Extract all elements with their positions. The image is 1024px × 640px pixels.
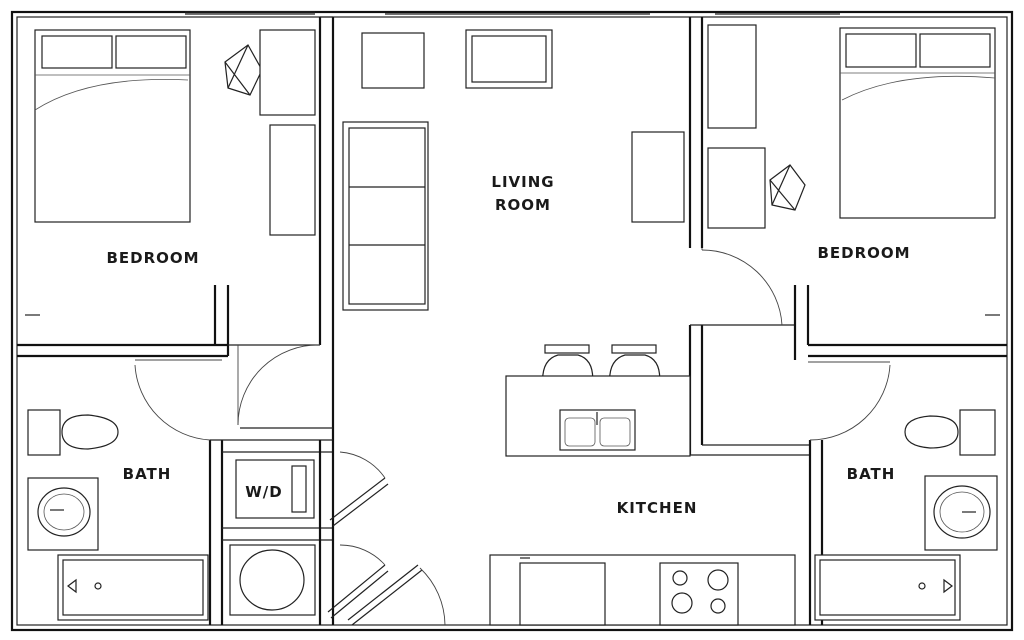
desk xyxy=(707,147,766,229)
label-living-line2: ROOM xyxy=(495,196,551,214)
sink-icon xyxy=(559,409,636,451)
washer-dryer-icon xyxy=(235,459,315,519)
label-living-line1: LIVING xyxy=(491,173,554,191)
label-bedroom-left: BEDROOM xyxy=(106,249,199,267)
bathtub-icon xyxy=(57,554,209,621)
room-labels: BEDROOM LIVING ROOM BEDROOM BATH BATH KI… xyxy=(106,173,910,517)
label-bedroom-right: BEDROOM xyxy=(817,244,910,262)
chair-icon xyxy=(769,164,806,211)
toilet-icon xyxy=(904,409,996,456)
doors xyxy=(134,248,891,626)
bed-icon xyxy=(34,29,191,223)
sink-icon xyxy=(924,475,998,551)
label-bath-left: BATH xyxy=(123,465,172,483)
interior-walls xyxy=(17,16,1007,625)
armchair xyxy=(465,29,553,89)
toilet-icon xyxy=(27,409,119,456)
sofa-icon xyxy=(342,121,429,311)
stove-icon xyxy=(659,562,739,626)
label-bath-right: BATH xyxy=(847,465,896,483)
bathtub-icon xyxy=(814,554,961,621)
dresser xyxy=(707,24,757,129)
desk xyxy=(259,29,316,236)
label-laundry: W/D xyxy=(245,483,282,501)
chair-icon xyxy=(224,44,263,96)
sink-icon xyxy=(27,477,99,551)
label-kitchen: KITCHEN xyxy=(617,499,698,517)
tv-console xyxy=(631,131,685,223)
water-heater-icon xyxy=(229,544,316,616)
bed-icon xyxy=(839,27,996,219)
end-table xyxy=(361,32,425,89)
kitchen-counter xyxy=(489,554,796,626)
